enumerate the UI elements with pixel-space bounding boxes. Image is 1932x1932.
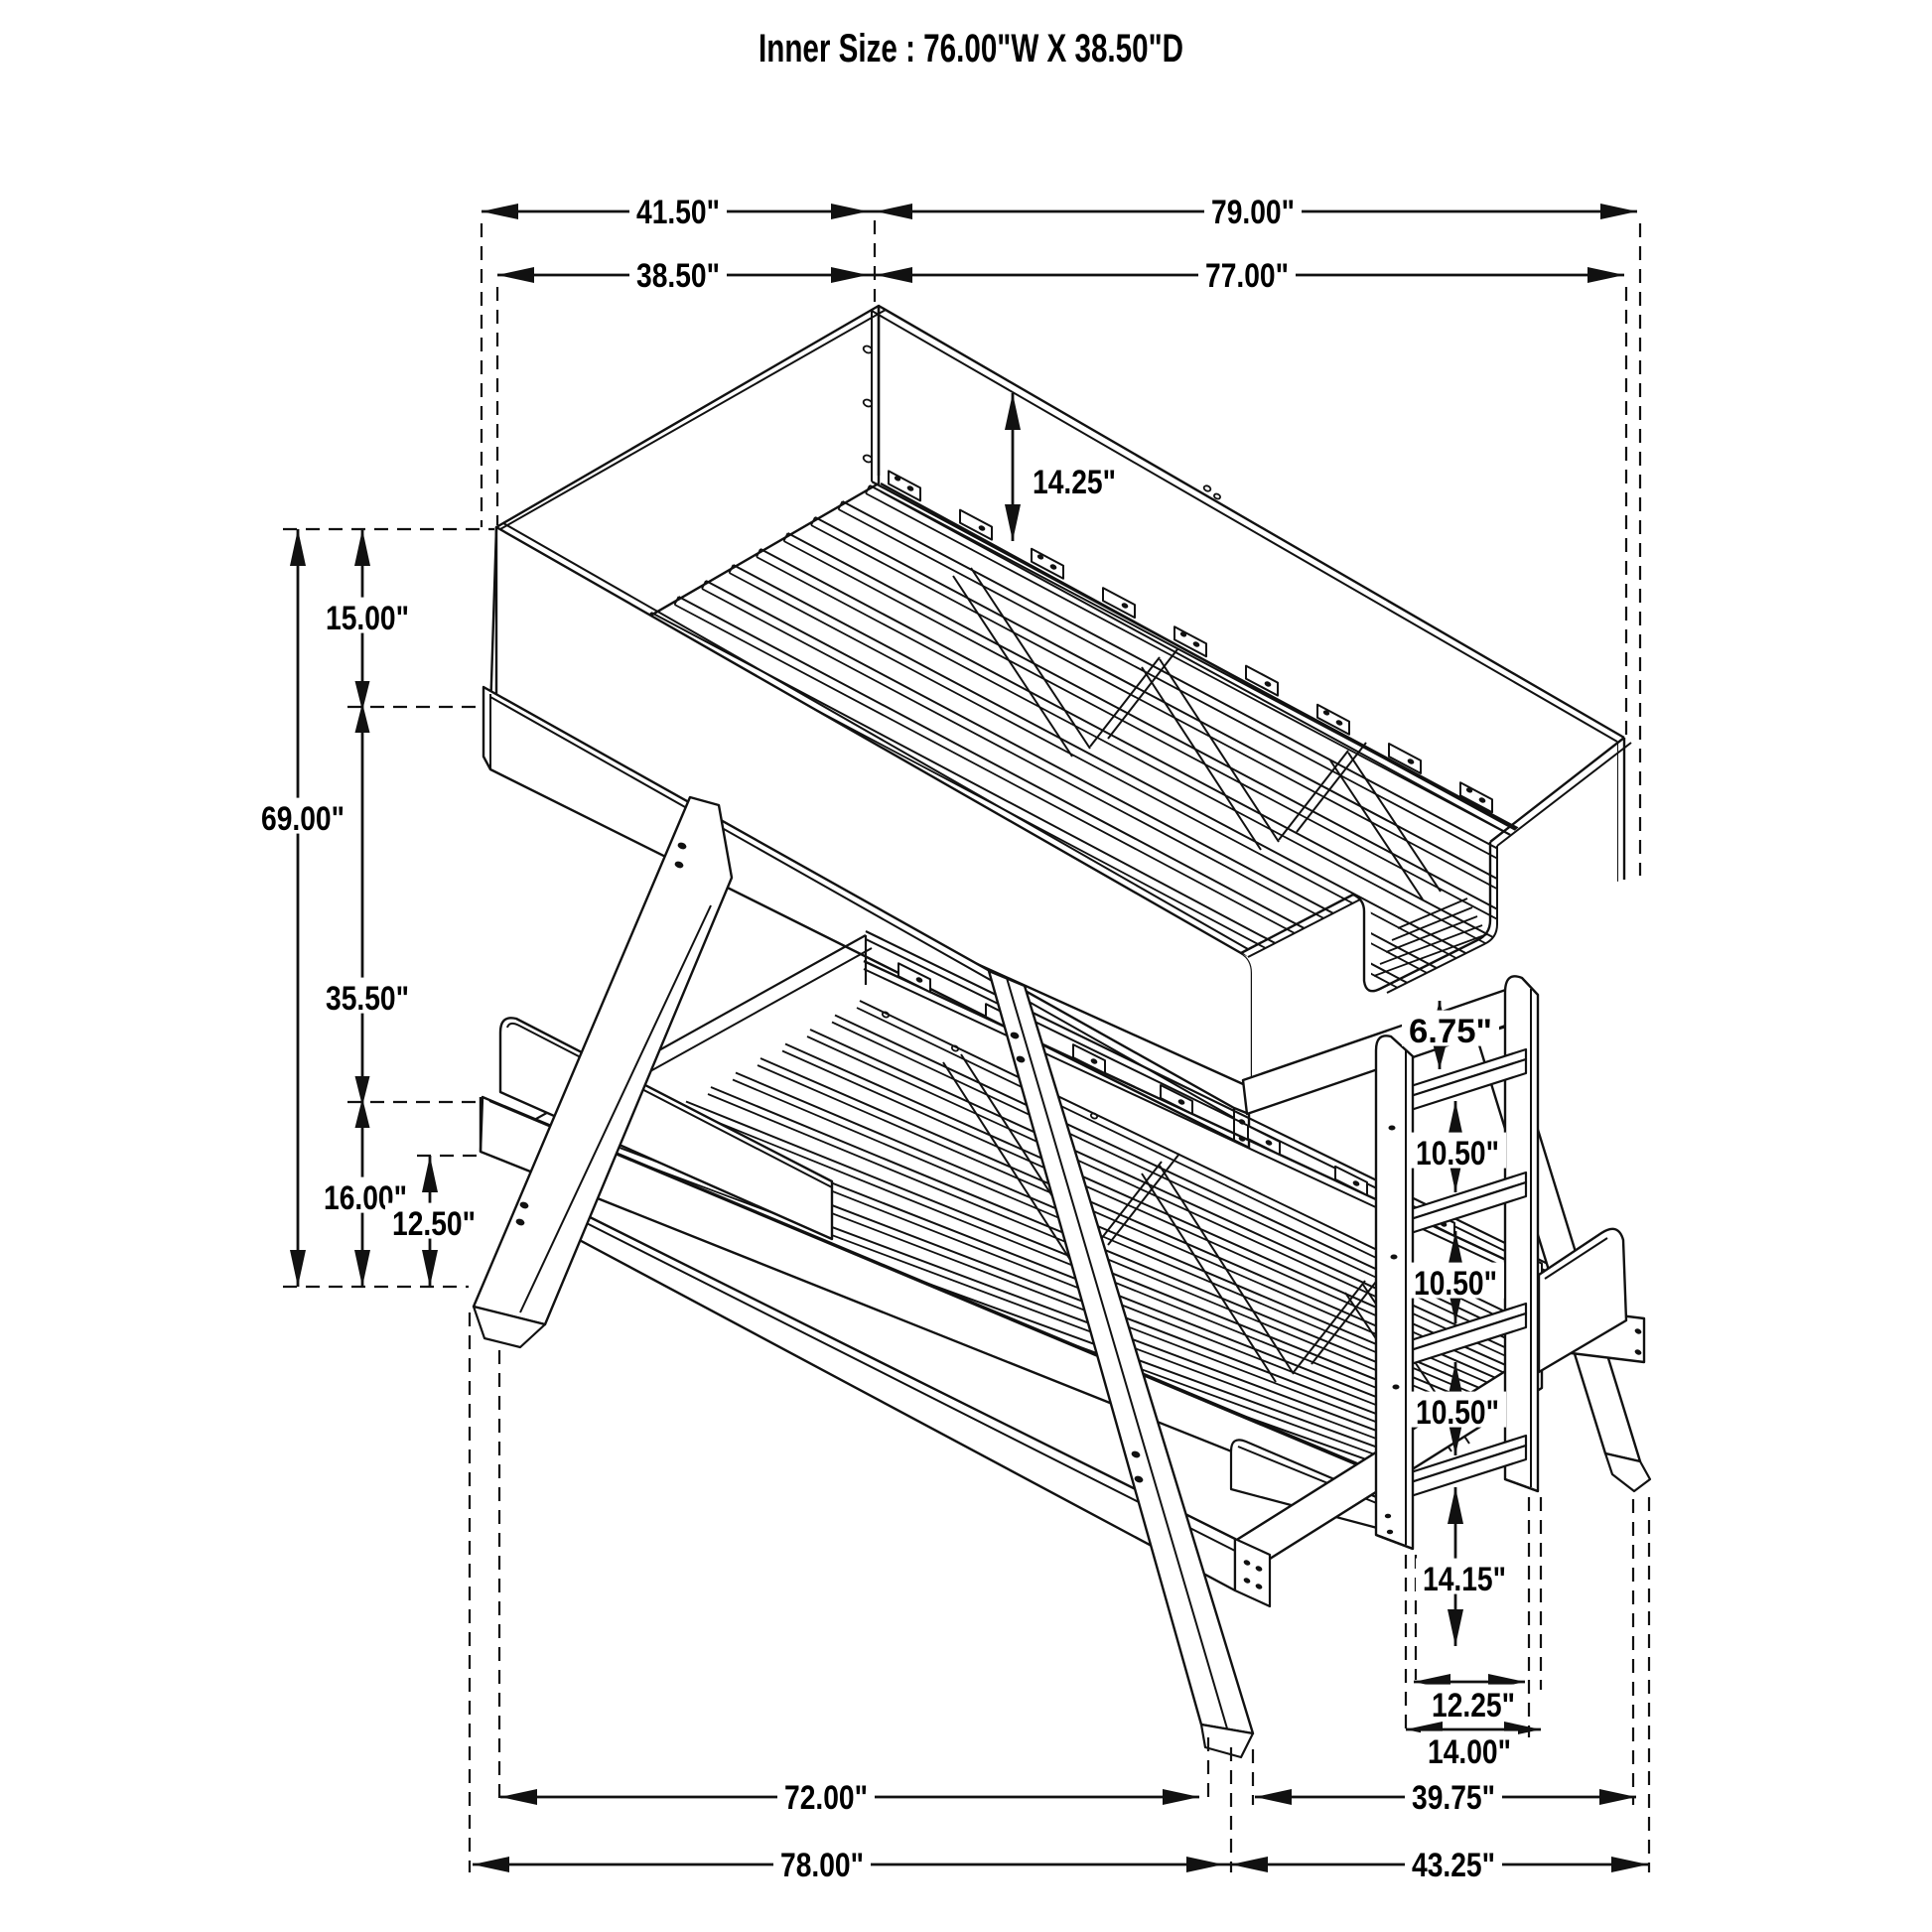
svg-text:39.75": 39.75" — [1412, 1779, 1495, 1817]
svg-text:15.00": 15.00" — [326, 600, 409, 637]
svg-text:43.25": 43.25" — [1412, 1847, 1495, 1884]
svg-text:77.00": 77.00" — [1205, 257, 1289, 295]
svg-text:6.75": 6.75" — [1409, 1013, 1492, 1050]
svg-text:12.25": 12.25" — [1432, 1687, 1515, 1725]
svg-text:Inner Size : 76.00"W X 38.50"D: Inner Size : 76.00"W X 38.50"D — [759, 27, 1183, 70]
svg-text:10.50": 10.50" — [1414, 1265, 1497, 1303]
svg-text:12.50": 12.50" — [392, 1205, 476, 1243]
svg-text:38.50": 38.50" — [636, 257, 720, 295]
svg-text:69.00": 69.00" — [261, 800, 345, 838]
svg-text:78.00": 78.00" — [780, 1847, 864, 1884]
svg-text:10.50": 10.50" — [1416, 1394, 1499, 1432]
svg-text:14.15": 14.15" — [1423, 1561, 1506, 1598]
svg-text:14.25": 14.25" — [1033, 464, 1116, 501]
svg-text:72.00": 72.00" — [784, 1779, 868, 1817]
svg-text:79.00": 79.00" — [1211, 194, 1295, 231]
svg-text:14.00": 14.00" — [1428, 1733, 1511, 1771]
svg-text:10.50": 10.50" — [1416, 1135, 1499, 1173]
svg-text:41.50": 41.50" — [636, 194, 720, 231]
svg-text:35.50": 35.50" — [326, 980, 409, 1018]
